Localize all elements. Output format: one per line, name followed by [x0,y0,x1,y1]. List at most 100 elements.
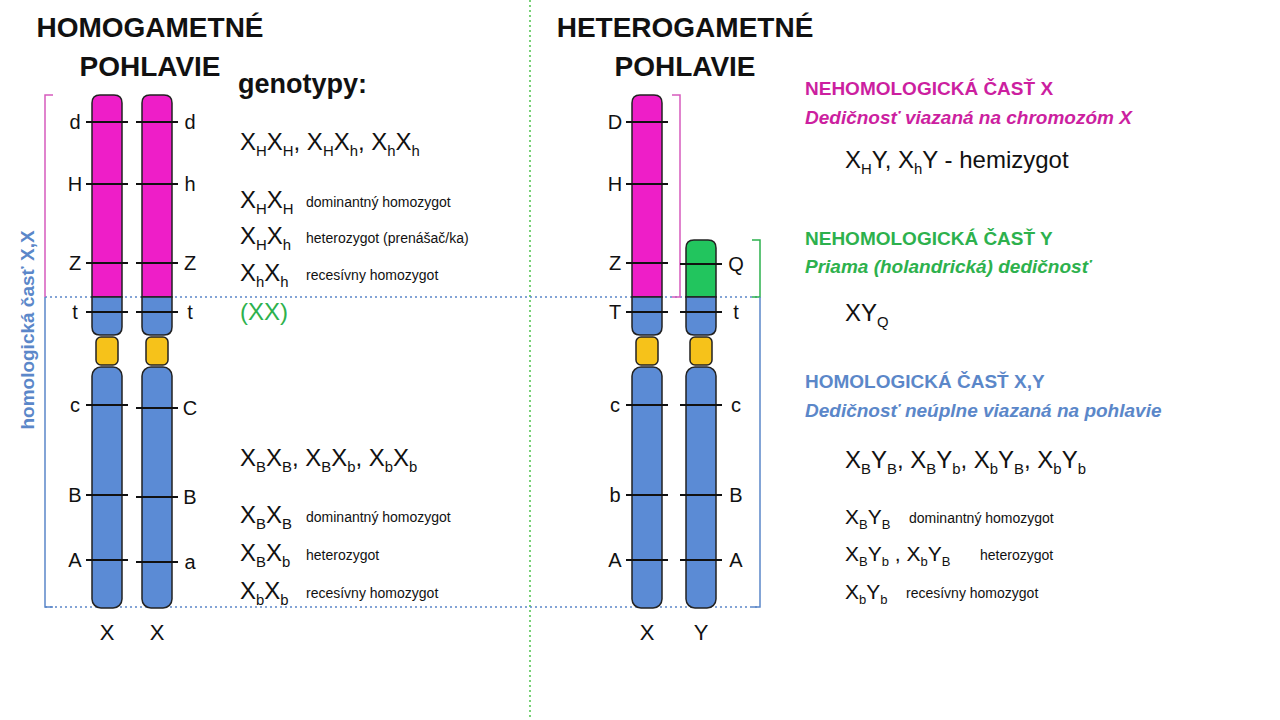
bracket [752,240,760,297]
chromosome-name: Y [694,620,709,646]
allele-letter: d [184,110,195,134]
allele-letter: Z [184,251,196,275]
x-chromosome [136,95,178,608]
allele-letter: C [183,396,197,420]
subscript: B [256,516,266,532]
subscript: b [859,592,866,607]
chromosome-arm [92,367,122,608]
subscript: b [990,461,998,477]
subscript: B [861,461,871,477]
subscript: B [882,517,891,532]
subscript: B [926,461,936,477]
subscript: B [859,554,868,569]
subscript: h [280,274,288,290]
subscript: H [861,161,872,177]
subscript: b [282,554,290,570]
divider-line [529,0,531,720]
genotype-list: XHY, XhY - hemizygot [845,146,1069,175]
subscript: b [1053,461,1061,477]
genotype: XbXb [240,577,289,606]
genotype-note: heterozygot (prenášač/ka) [306,230,469,247]
region-label: homologická časť X,X [17,230,40,429]
inheritance-type: Dedičnosť viazaná na chromozóm X [805,107,1132,130]
subscript: B [942,554,951,569]
subscript: B [859,517,868,532]
chromosome-arm [686,240,716,297]
subscript: b [256,592,264,608]
subscript: h [256,274,264,290]
centromere [690,337,712,365]
allele-letter: A [729,548,742,572]
x-chromosome [86,95,128,608]
subscript: h [387,143,395,159]
subscript: h [914,161,922,177]
allele-letter: t [72,300,78,324]
subscript: h [350,143,358,159]
genotype-note: recesívny homozygot [306,585,438,602]
allele-letter: T [609,300,621,324]
chromosome-arm [632,297,662,335]
allele-letter: H [68,172,82,196]
allele-letter: c [610,393,620,417]
subscript: H [256,237,267,253]
allele-letter: Z [609,251,621,275]
genotype: XYQ [845,299,889,328]
subscript: b [880,592,887,607]
allele-letter: t [187,300,193,324]
genotype-list: XHXH, XHXh, XhXh [240,128,420,157]
subscript: b [1078,461,1086,477]
subscript: b [280,592,288,608]
subscript: B [256,459,266,475]
genotype: XBYB [845,504,890,529]
allele-letter: c [70,393,80,417]
allele-letter: h [184,172,195,196]
allele-letter: t [733,300,739,324]
genotype: XhXh [240,259,289,288]
inheritance-type: Priama (holandrická) dedičnosť [805,256,1091,279]
chromosome-arm [142,95,172,297]
subscript: B [282,459,292,475]
allele-letter: a [184,550,195,574]
subscript: H [283,201,294,217]
genotype-note: heterozygot [980,547,1053,564]
allele-letter: Z [69,251,81,275]
subscript: B [256,554,266,570]
bracket [45,95,53,297]
genotype-note: recesívny homozygot [306,267,438,284]
bracket [45,297,53,607]
region-heading: NEHOMOLOGICKÁ ČASŤ Y [805,228,1053,251]
allele-letter: d [69,110,80,134]
allele-letter: B [183,485,196,509]
genotype: XBYb , XbYB [845,541,950,566]
chromosome-arm [686,297,716,335]
subscript: H [256,201,267,217]
chromosome-arm [92,297,122,335]
allele-letter: B [68,483,81,507]
chromosome-name: X [150,620,165,646]
centromere [146,337,168,365]
subscript: Q [877,314,889,330]
chromosome-name: X [100,620,115,646]
locus-lines [626,122,668,560]
chromosome-arm [92,95,122,297]
chromosome-arm [632,367,662,608]
genotype-note: recesívny homozygot [906,585,1038,602]
subscript: b [385,459,393,475]
allele-letter: D [608,110,622,134]
chromosome-name: X [640,620,655,646]
genotype: XbYb [845,579,888,604]
centromere [636,337,658,365]
genotype: XBXb [240,539,290,568]
locus-lines [86,122,128,560]
subscript: H [323,143,334,159]
genotype: (XX) [240,298,288,327]
chromosome-arm [632,95,662,297]
genotype-list: XBYB, XBYb, XbYB, XbYb [845,446,1086,475]
allele-letter: Q [728,252,744,276]
subscript: b [347,459,355,475]
genotype-note: heterozygot [306,547,379,564]
allele-letter: H [608,172,622,196]
subscript: H [283,143,294,159]
locus-lines [136,122,178,562]
subscript: B [282,516,292,532]
